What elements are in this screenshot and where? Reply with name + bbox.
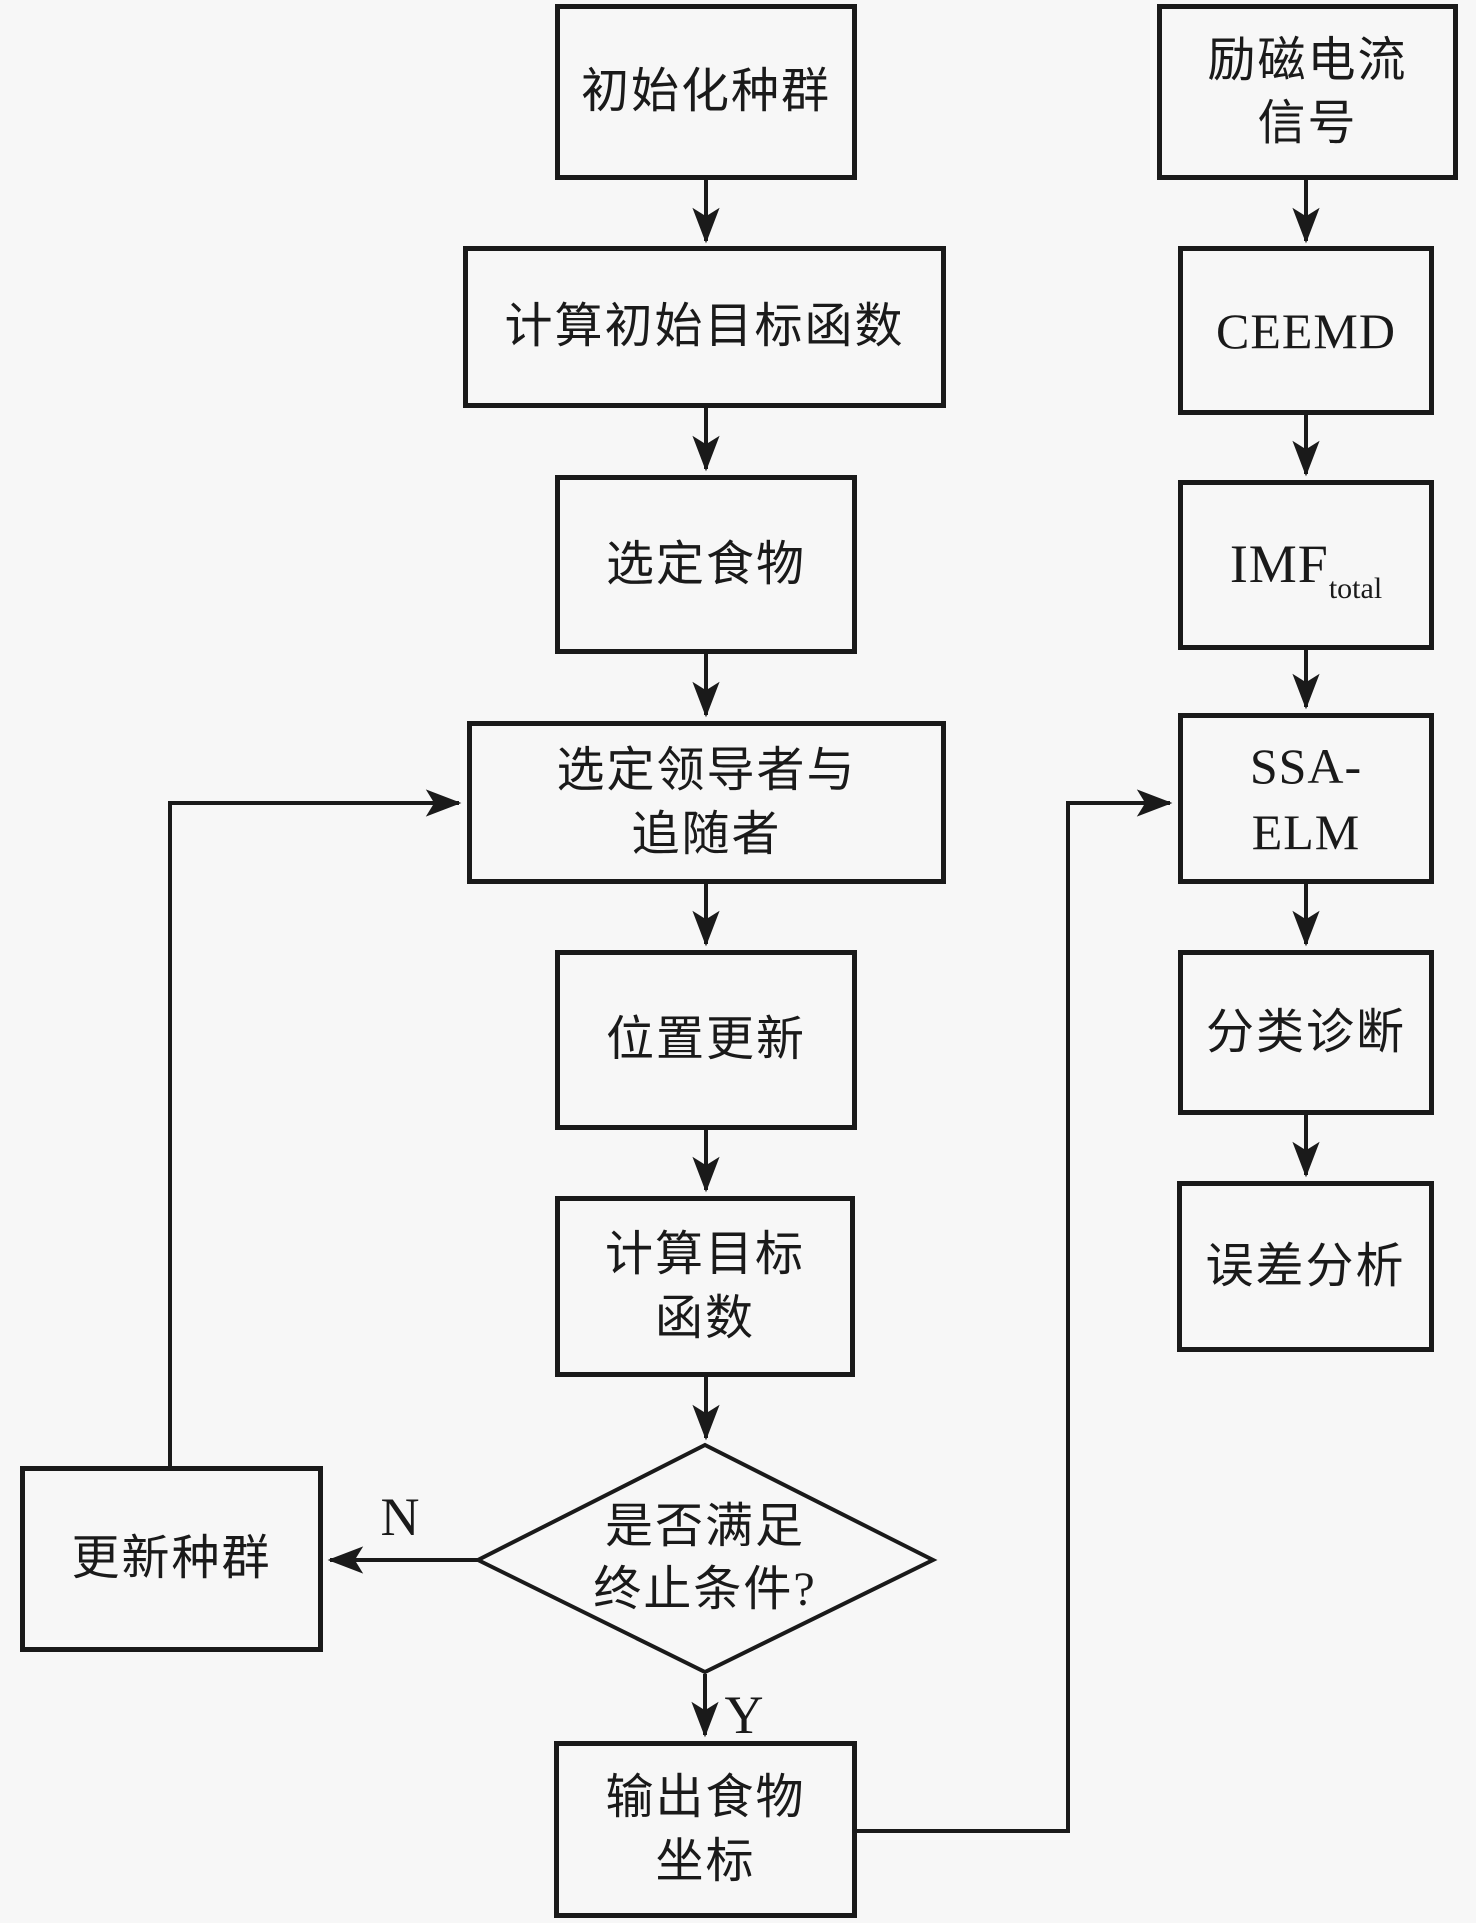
node-ceemd: CEEMD (1178, 246, 1434, 415)
decision-yes-label: Y (712, 1680, 776, 1750)
node-label: 误差分析 (1205, 1239, 1406, 1293)
node-label: 计算初始目标函数 (504, 300, 905, 354)
node-label: CEEMD (1216, 302, 1396, 359)
node-excitation-signal: 励磁电流 信号 (1157, 4, 1458, 180)
node-label: 选定领导者与 追随者 (556, 744, 857, 861)
decision-no-label: N (365, 1482, 435, 1552)
imf-subscript-text: total (1328, 572, 1383, 606)
node-label: 是否满足 终止条件? (593, 1499, 817, 1616)
imf-base-text: IMF (1229, 534, 1329, 595)
node-imf-total: IMFtotal (1178, 480, 1434, 650)
node-label: 位置更新 (605, 1013, 806, 1067)
node-label: 初始化种群 (580, 65, 831, 119)
node-label: 计算目标 函数 (604, 1228, 805, 1345)
node-position-update: 位置更新 (555, 950, 857, 1130)
node-select-food: 选定食物 (555, 475, 857, 654)
node-label: 输出食物 坐标 (605, 1771, 806, 1888)
node-calc-initial-objective: 计算初始目标函数 (463, 246, 946, 408)
node-select-leader-follower: 选定领导者与 追随者 (467, 721, 946, 884)
node-update-population: 更新种群 (20, 1466, 323, 1652)
decision-diamond (473, 1442, 938, 1675)
edge-label-text: Y (724, 1685, 764, 1745)
node-label: 选定食物 (605, 537, 806, 591)
node-label: SSA- ELM (1249, 737, 1363, 860)
node-ssa-elm: SSA- ELM (1178, 713, 1434, 884)
node-init-population: 初始化种群 (555, 4, 857, 180)
node-label: 励磁电流 信号 (1207, 33, 1408, 150)
node-calc-objective: 计算目标 函数 (555, 1196, 855, 1377)
node-label: 更新种群 (71, 1532, 272, 1586)
node-label: 分类诊断 (1205, 1005, 1406, 1059)
edge-update-population-loop-to-leader (168, 789, 462, 1467)
node-classification: 分类诊断 (1178, 950, 1434, 1115)
decision-label: 是否满足 终止条件? (505, 1470, 905, 1646)
node-output-food: 输出食物 坐标 (554, 1741, 857, 1918)
edge-label-text: N (380, 1487, 420, 1547)
node-label: IMFtotal (1229, 529, 1382, 605)
node-error-analysis: 误差分析 (1177, 1181, 1434, 1352)
edge-output-to-ssa-elm (857, 789, 1173, 1833)
